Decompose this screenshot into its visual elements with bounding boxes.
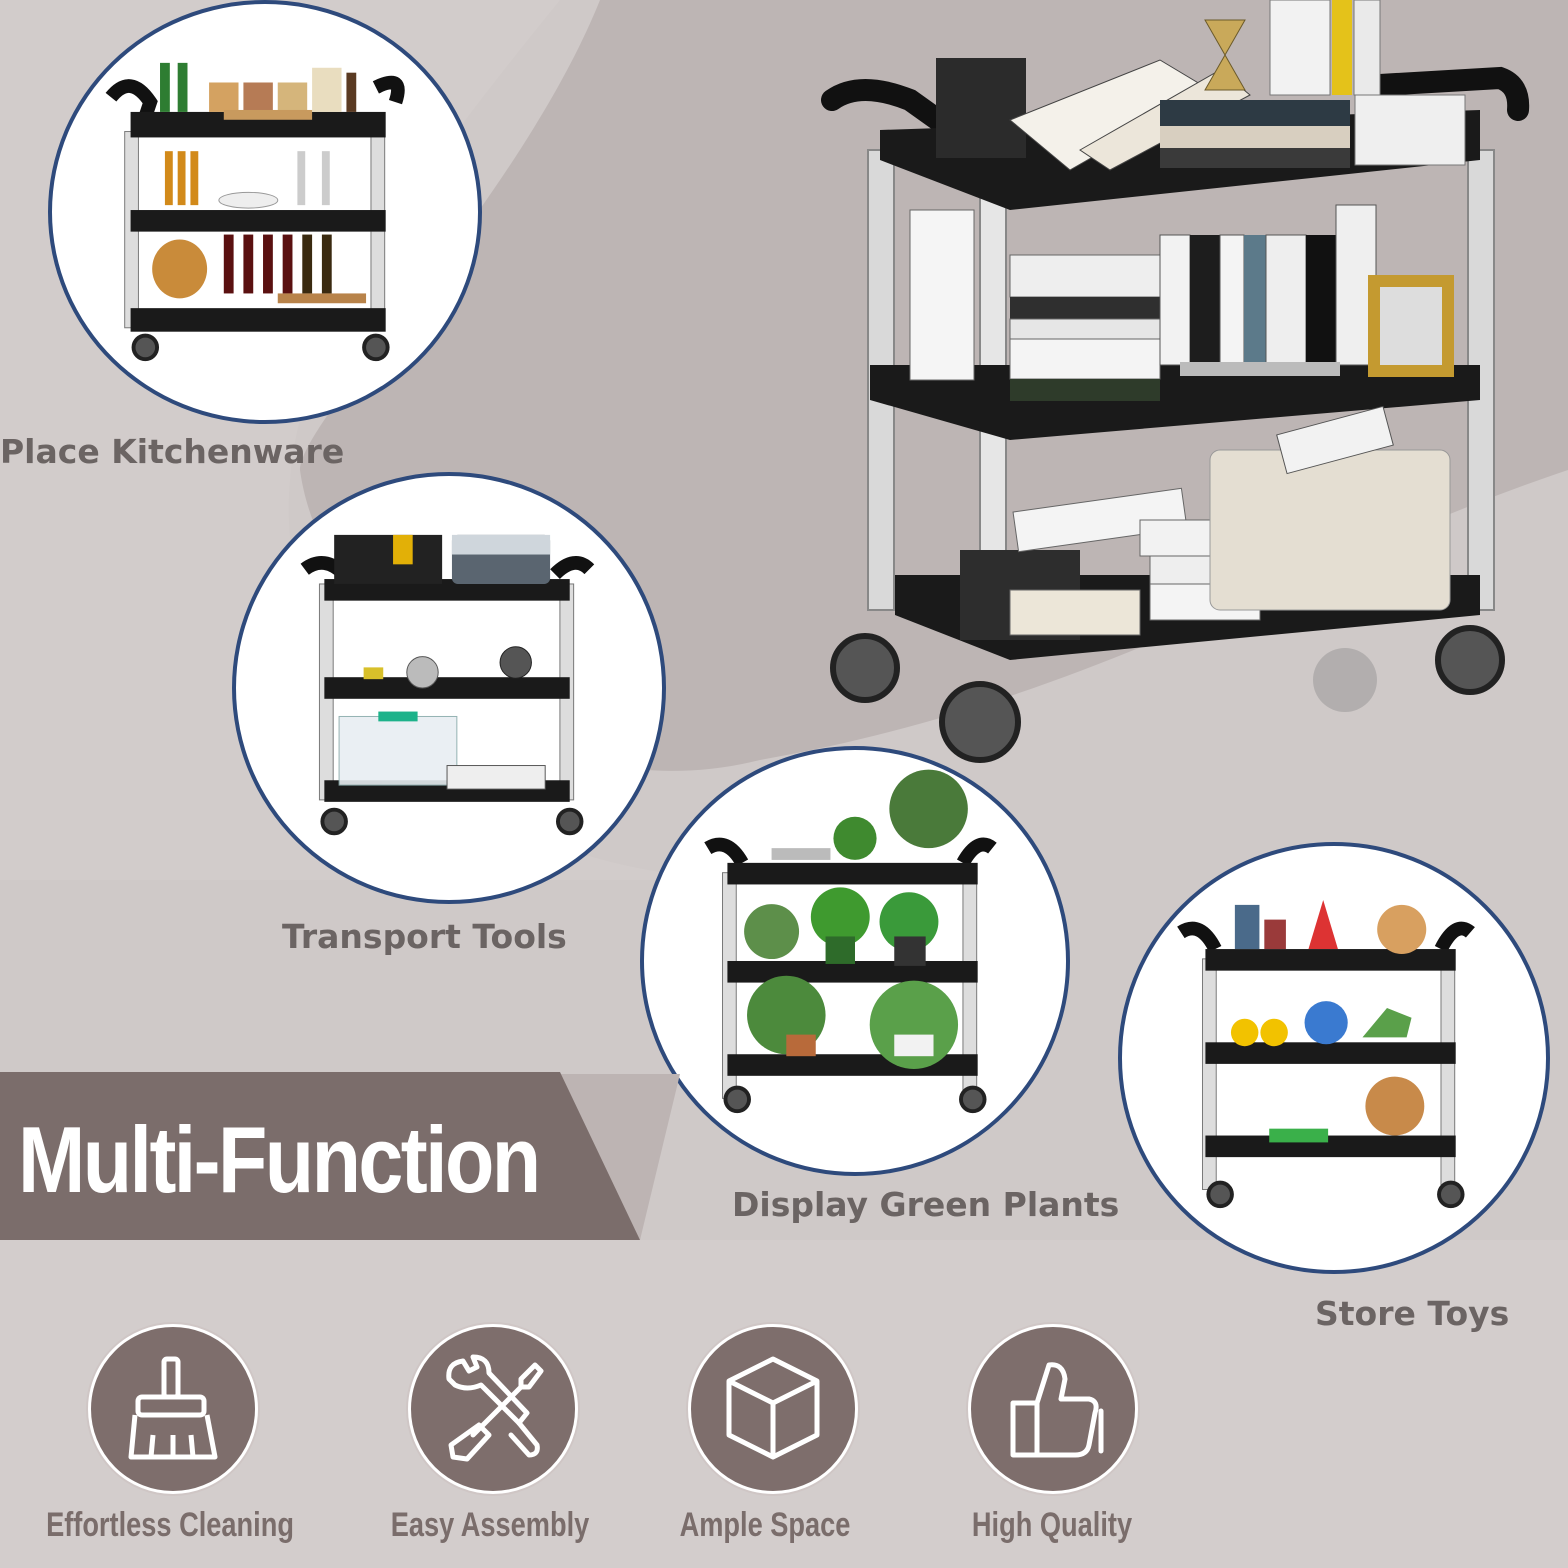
use-circle-plants (640, 746, 1070, 1176)
feature-circle-assembly (408, 1324, 578, 1494)
feature-label-assembly: Easy Assembly (390, 1506, 590, 1544)
use-circle-kitchenware (48, 0, 482, 424)
use-circle-tools (232, 472, 666, 904)
caption-plants: Display Green Plants (732, 1185, 1120, 1224)
feature-circle-cleaning (88, 1324, 258, 1494)
feature-circle-space (688, 1324, 858, 1494)
use-circle-toys (1118, 842, 1550, 1274)
headline-banner (0, 1072, 680, 1240)
feature-label-space: Ample Space (679, 1506, 851, 1544)
box-icon (726, 1356, 820, 1460)
feature-label-cleaning: Effortless Cleaning (46, 1506, 294, 1544)
thumbs-up-icon (1010, 1362, 1104, 1458)
headline: Multi-Function (18, 1107, 541, 1212)
caption-tools: Transport Tools (282, 917, 567, 956)
toys-cart-image (1177, 899, 1475, 1209)
kitchenware-cart-image (105, 62, 405, 362)
plants-cart-image (704, 769, 997, 1114)
tools-cart-image (300, 534, 595, 836)
feature-circle-quality (968, 1324, 1138, 1494)
caption-kitchenware: Place Kitchenware (0, 432, 345, 471)
hero-cart-image (821, 0, 1530, 763)
feature-label-quality: High Quality (971, 1506, 1133, 1544)
caption-toys: Store Toys (1315, 1294, 1510, 1333)
wrench-screwdriver-icon (446, 1354, 544, 1462)
broom-icon (128, 1356, 218, 1460)
